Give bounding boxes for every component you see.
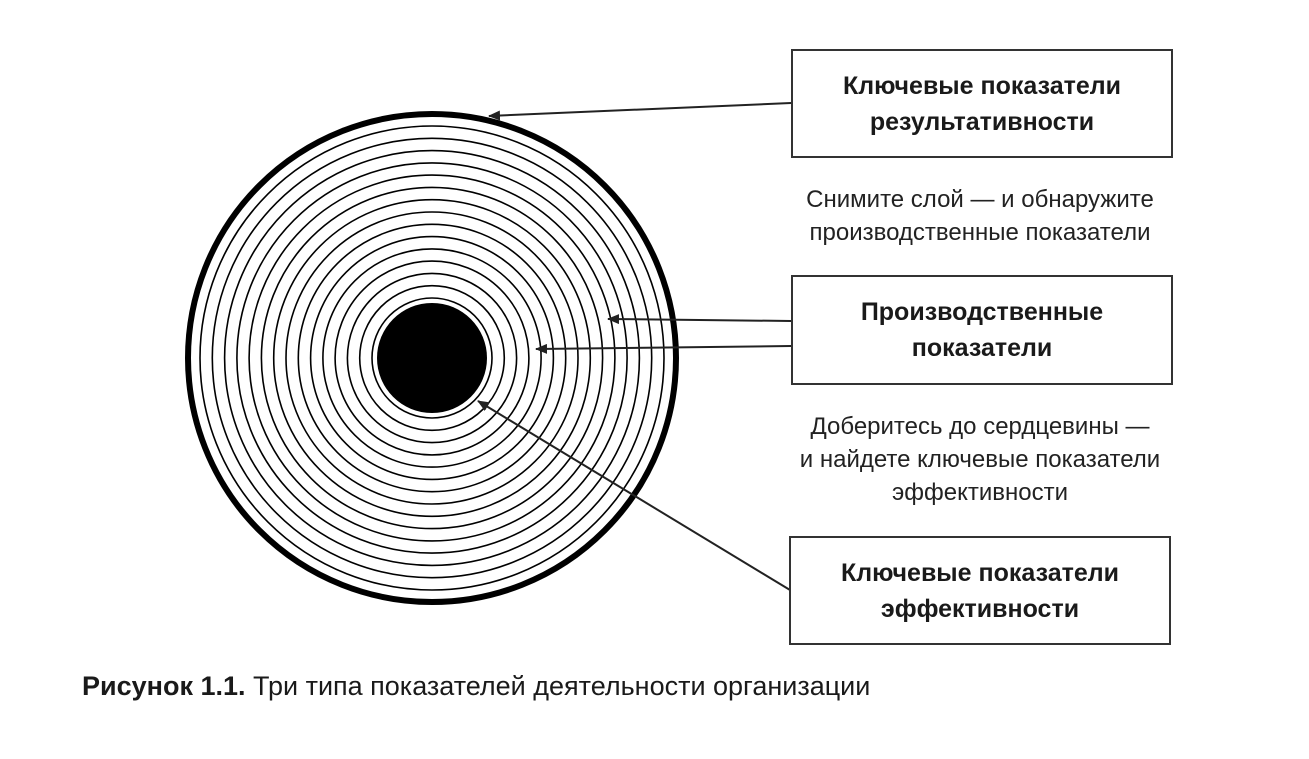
inner-ring xyxy=(309,235,555,481)
box-efficiency-line1: Ключевые показатели xyxy=(840,558,1119,587)
box-results-line2: результативности xyxy=(869,107,1095,136)
inner-ring xyxy=(199,125,665,591)
box-production-indicators: Производственные показатели xyxy=(791,275,1173,385)
inner-ring xyxy=(236,162,628,554)
inner-ring xyxy=(297,223,567,493)
note-peel-line1: Снимите слой — и обнаружите xyxy=(806,186,1154,213)
box-results-line1: Ключевые показатели xyxy=(842,71,1121,100)
box-efficiency-kpi: Ключевые показатели эффективности xyxy=(789,536,1171,645)
arrow-results xyxy=(488,102,792,121)
note-core-line1: Доберитесь до сердцевины — xyxy=(810,413,1150,440)
inner-ring xyxy=(322,248,542,468)
note-peel-layer: Снимите слой — и обнаружите производстве… xyxy=(760,183,1200,249)
inner-ring xyxy=(334,260,530,456)
inner-ring xyxy=(211,137,653,579)
arrow-efficiency xyxy=(477,400,791,591)
note-core-line3: эффективности xyxy=(891,479,1068,506)
note-peel-line2: производственные показатели xyxy=(809,219,1151,246)
box-efficiency-line2: эффективности xyxy=(880,594,1080,623)
inner-ring xyxy=(371,297,493,419)
note-core: Доберитесь до сердцевины — и найдете клю… xyxy=(750,410,1210,509)
inner-ring xyxy=(260,186,604,530)
caption-text: Три типа показателей деятельности органи… xyxy=(245,671,871,701)
inner-ring xyxy=(272,198,592,518)
arrow-production-lower xyxy=(535,343,792,354)
caption-label: Рисунок 1.1. xyxy=(82,671,246,701)
inner-ring xyxy=(346,272,518,444)
inner-ring xyxy=(285,211,579,505)
figure-caption: Рисунок 1.1. Три типа показателей деятел… xyxy=(82,671,870,702)
core-circle xyxy=(377,303,487,413)
inner-ring xyxy=(248,174,616,542)
inner-ring xyxy=(223,149,641,567)
box-results-kpi: Ключевые показатели результативности xyxy=(791,49,1173,158)
note-core-line2: и найдете ключевые показатели xyxy=(799,446,1161,473)
box-production-line1: Производственные xyxy=(860,298,1104,326)
outer-ring xyxy=(185,111,679,605)
concentric-rings xyxy=(199,125,665,591)
inner-ring xyxy=(358,284,506,432)
arrow-production-upper xyxy=(607,314,792,325)
box-production-line2: показатели xyxy=(911,334,1053,362)
